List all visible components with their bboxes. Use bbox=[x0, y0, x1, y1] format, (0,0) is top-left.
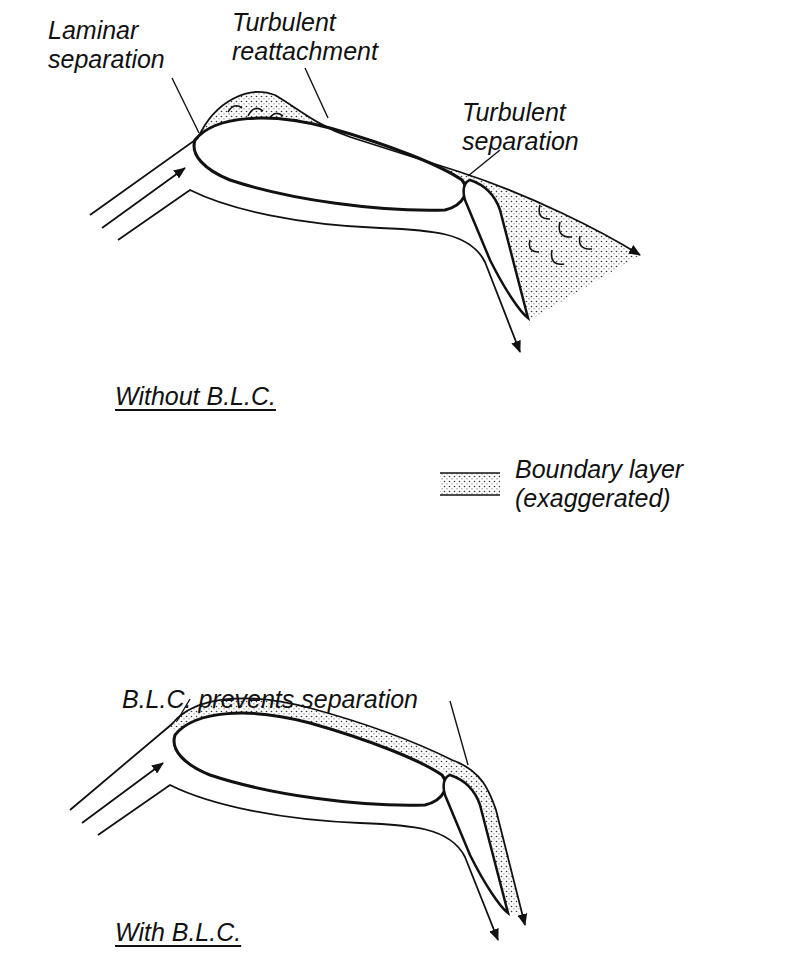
callout-label: Turbulent reattachment bbox=[232, 8, 382, 66]
callout-label: Laminar separation bbox=[48, 16, 173, 74]
legend-swatch bbox=[438, 465, 502, 505]
legend-text: Boundary layer (exaggerated) bbox=[515, 455, 695, 513]
with-blc-figure bbox=[70, 698, 525, 940]
callout-label: Turbulent separation bbox=[462, 98, 592, 156]
without-blc-figure bbox=[90, 68, 640, 352]
callout-label: B.L.C. prevents separation bbox=[122, 685, 542, 714]
figure-heading: With B.L.C. bbox=[115, 918, 241, 947]
figure-heading: Without B.L.C. bbox=[115, 382, 276, 411]
